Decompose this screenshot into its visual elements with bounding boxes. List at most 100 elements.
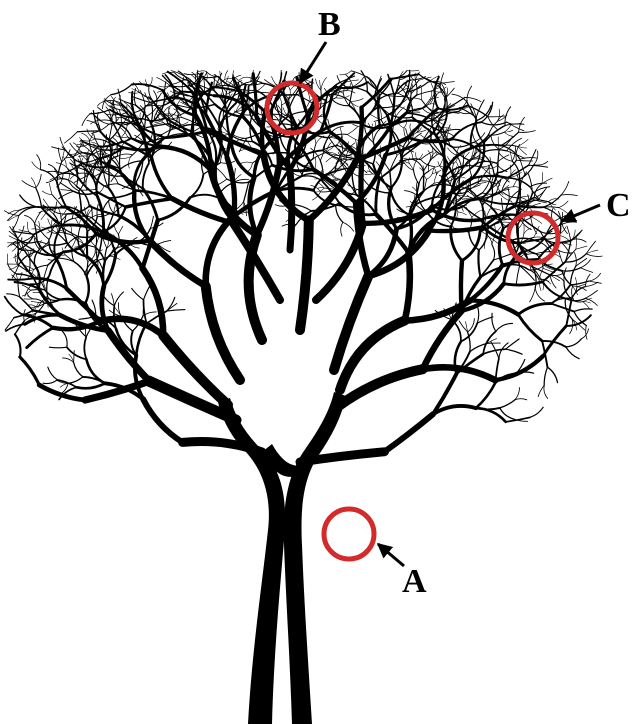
branch: [477, 145, 480, 164]
branch: [84, 166, 85, 177]
branch: [424, 159, 432, 171]
branch: [515, 388, 520, 400]
branch: [508, 188, 509, 202]
branch: [477, 306, 479, 323]
branch: [518, 315, 542, 342]
branch: [225, 71, 228, 80]
branch: [498, 137, 499, 150]
branch: [50, 243, 67, 245]
branch: [586, 326, 587, 340]
branch: [49, 183, 52, 194]
branch: [82, 139, 95, 141]
branch: [77, 383, 105, 388]
branch: [361, 71, 367, 92]
branch: [527, 254, 542, 256]
branch: [505, 124, 524, 126]
branch: [562, 268, 581, 271]
branch: [432, 149, 433, 159]
branch: [108, 331, 149, 382]
branch: [478, 182, 486, 184]
branch: [104, 184, 118, 186]
branch: [346, 91, 355, 93]
branch: [566, 347, 579, 359]
branch: [559, 208, 569, 214]
branch: [461, 261, 462, 311]
branch: [407, 113, 427, 117]
branch: [530, 407, 543, 417]
branch: [435, 169, 437, 175]
branch: [145, 106, 162, 107]
branch: [516, 372, 533, 373]
branch: [586, 254, 602, 257]
branch: [241, 162, 252, 163]
branch: [467, 86, 472, 102]
branch: [581, 260, 591, 268]
branch: [74, 191, 97, 194]
branch: [499, 222, 510, 223]
branch: [27, 222, 28, 232]
branch: [589, 281, 602, 283]
branch: [36, 188, 42, 208]
branch: [69, 354, 74, 362]
branch: [333, 175, 340, 179]
branch: [106, 107, 111, 120]
branch: [574, 309, 592, 312]
branch: [467, 102, 477, 121]
branch: [31, 301, 38, 302]
branch: [482, 150, 507, 153]
branch: [118, 216, 149, 241]
branch: [538, 385, 544, 396]
branch: [164, 82, 165, 101]
branch: [410, 124, 411, 131]
branch: [161, 147, 211, 171]
branch: [44, 265, 48, 279]
branch: [18, 283, 20, 297]
branch: [477, 317, 493, 323]
branch: [384, 414, 433, 452]
branch: [12, 264, 19, 278]
branch: [5, 297, 23, 315]
branch: [20, 195, 38, 207]
branch: [552, 275, 564, 281]
branch: [346, 80, 358, 82]
branch: [67, 347, 87, 359]
branch: [476, 382, 496, 408]
branch: [492, 245, 495, 260]
branch: [480, 168, 489, 181]
branch: [531, 217, 542, 224]
branch: [36, 302, 39, 309]
branch: [197, 71, 206, 73]
branch: [542, 173, 543, 184]
branch: [519, 131, 536, 133]
branch: [504, 282, 543, 285]
branch: [544, 367, 547, 385]
branch: [146, 108, 156, 116]
branch: [405, 163, 414, 170]
branch: [84, 337, 86, 359]
branch: [129, 92, 140, 93]
branch: [127, 106, 129, 121]
branch: [574, 253, 576, 266]
branch: [478, 250, 480, 277]
branch: [472, 176, 507, 178]
branch: [476, 100, 484, 118]
branch: [426, 95, 434, 107]
branch: [143, 164, 149, 189]
branch: [502, 198, 504, 212]
branch: [158, 240, 171, 244]
branch: [143, 399, 182, 442]
branch: [561, 181, 569, 195]
branch: [49, 347, 66, 348]
arrow-b: [300, 42, 326, 83]
branch: [151, 216, 154, 228]
branch: [428, 150, 431, 159]
branch: [40, 230, 49, 239]
branch: [502, 191, 518, 198]
branch: [516, 266, 519, 284]
branch: [38, 207, 67, 208]
branch: [111, 85, 132, 95]
branch: [573, 239, 586, 242]
branch: [559, 251, 573, 254]
branch: [507, 178, 530, 187]
branch: [15, 321, 24, 334]
